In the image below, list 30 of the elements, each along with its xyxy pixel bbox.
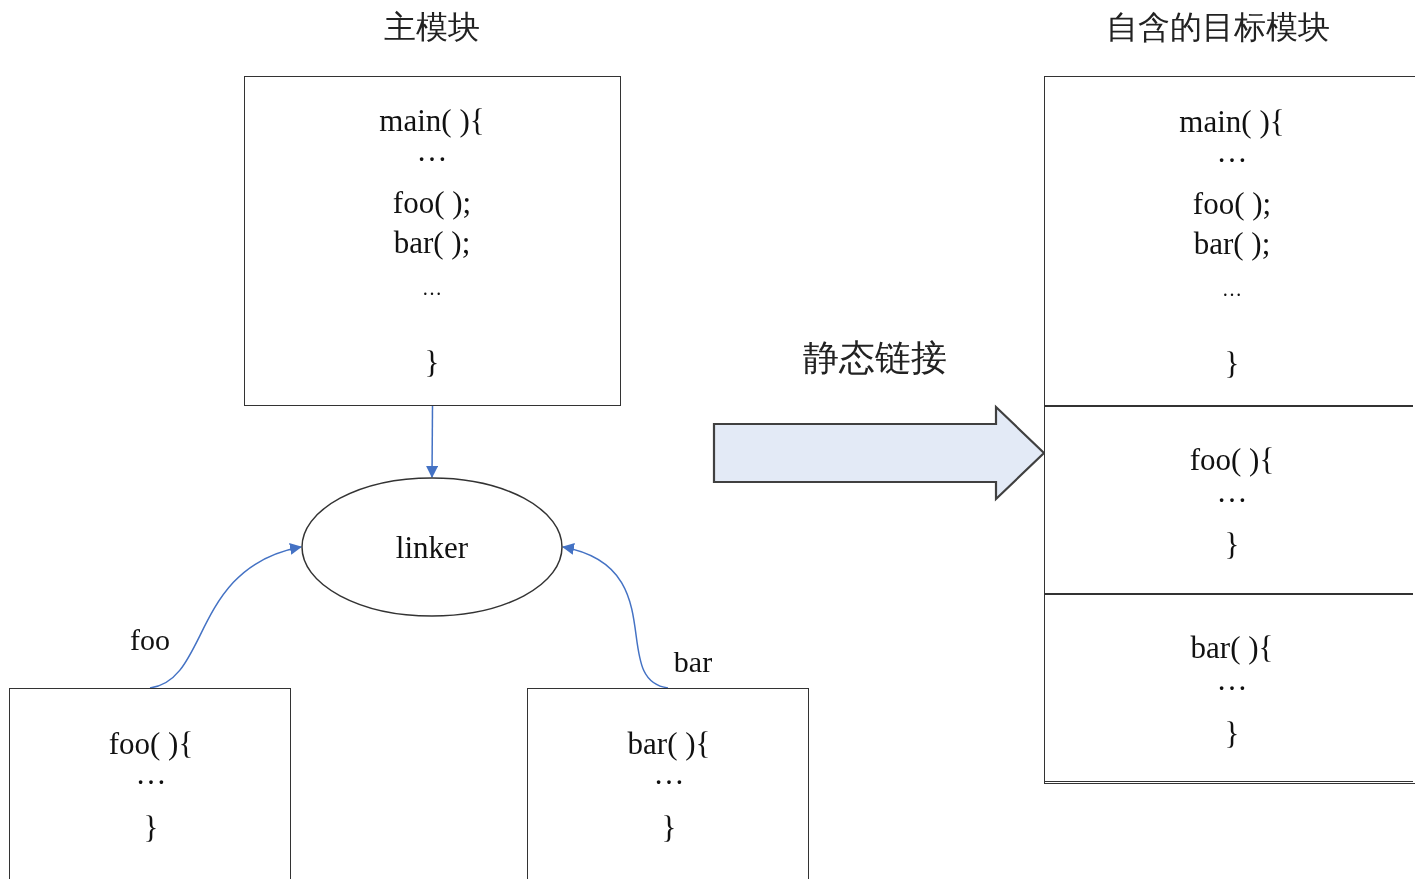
code-line: } bbox=[1224, 528, 1240, 560]
code-line: … bbox=[422, 278, 442, 298]
code-line: } bbox=[1224, 347, 1240, 379]
edge-label: 静态链接 bbox=[803, 338, 947, 378]
code-section bbox=[1044, 406, 1413, 594]
code-line: … bbox=[1222, 279, 1242, 299]
code-line: main( ){ bbox=[1179, 105, 1285, 137]
code-line: foo( ){ bbox=[1189, 443, 1275, 475]
code-line: } bbox=[661, 811, 677, 843]
code-line: bar( ); bbox=[1193, 227, 1271, 259]
module-heading: 主模块 bbox=[384, 10, 480, 46]
code-line: foo( ); bbox=[1192, 187, 1272, 219]
code-section bbox=[1044, 594, 1413, 782]
module-heading: 自含的目标模块 bbox=[1106, 10, 1330, 46]
arrow bbox=[562, 544, 669, 689]
code-line: bar( ); bbox=[393, 226, 471, 258]
arrow bbox=[426, 405, 439, 478]
arrow bbox=[149, 544, 302, 689]
node-label: linker bbox=[395, 531, 469, 563]
code-line: foo( ){ bbox=[108, 727, 194, 759]
code-line: } bbox=[424, 346, 440, 378]
block-arrow bbox=[712, 404, 1046, 502]
code-line: } bbox=[1224, 717, 1240, 749]
code-line: main( ){ bbox=[379, 104, 485, 136]
code-box bbox=[527, 688, 809, 879]
code-line: bar( ){ bbox=[627, 727, 711, 759]
code-line: bar( ){ bbox=[1190, 631, 1274, 663]
code-line: foo( ); bbox=[392, 186, 472, 218]
code-box bbox=[9, 688, 291, 879]
code-line: } bbox=[143, 811, 159, 843]
